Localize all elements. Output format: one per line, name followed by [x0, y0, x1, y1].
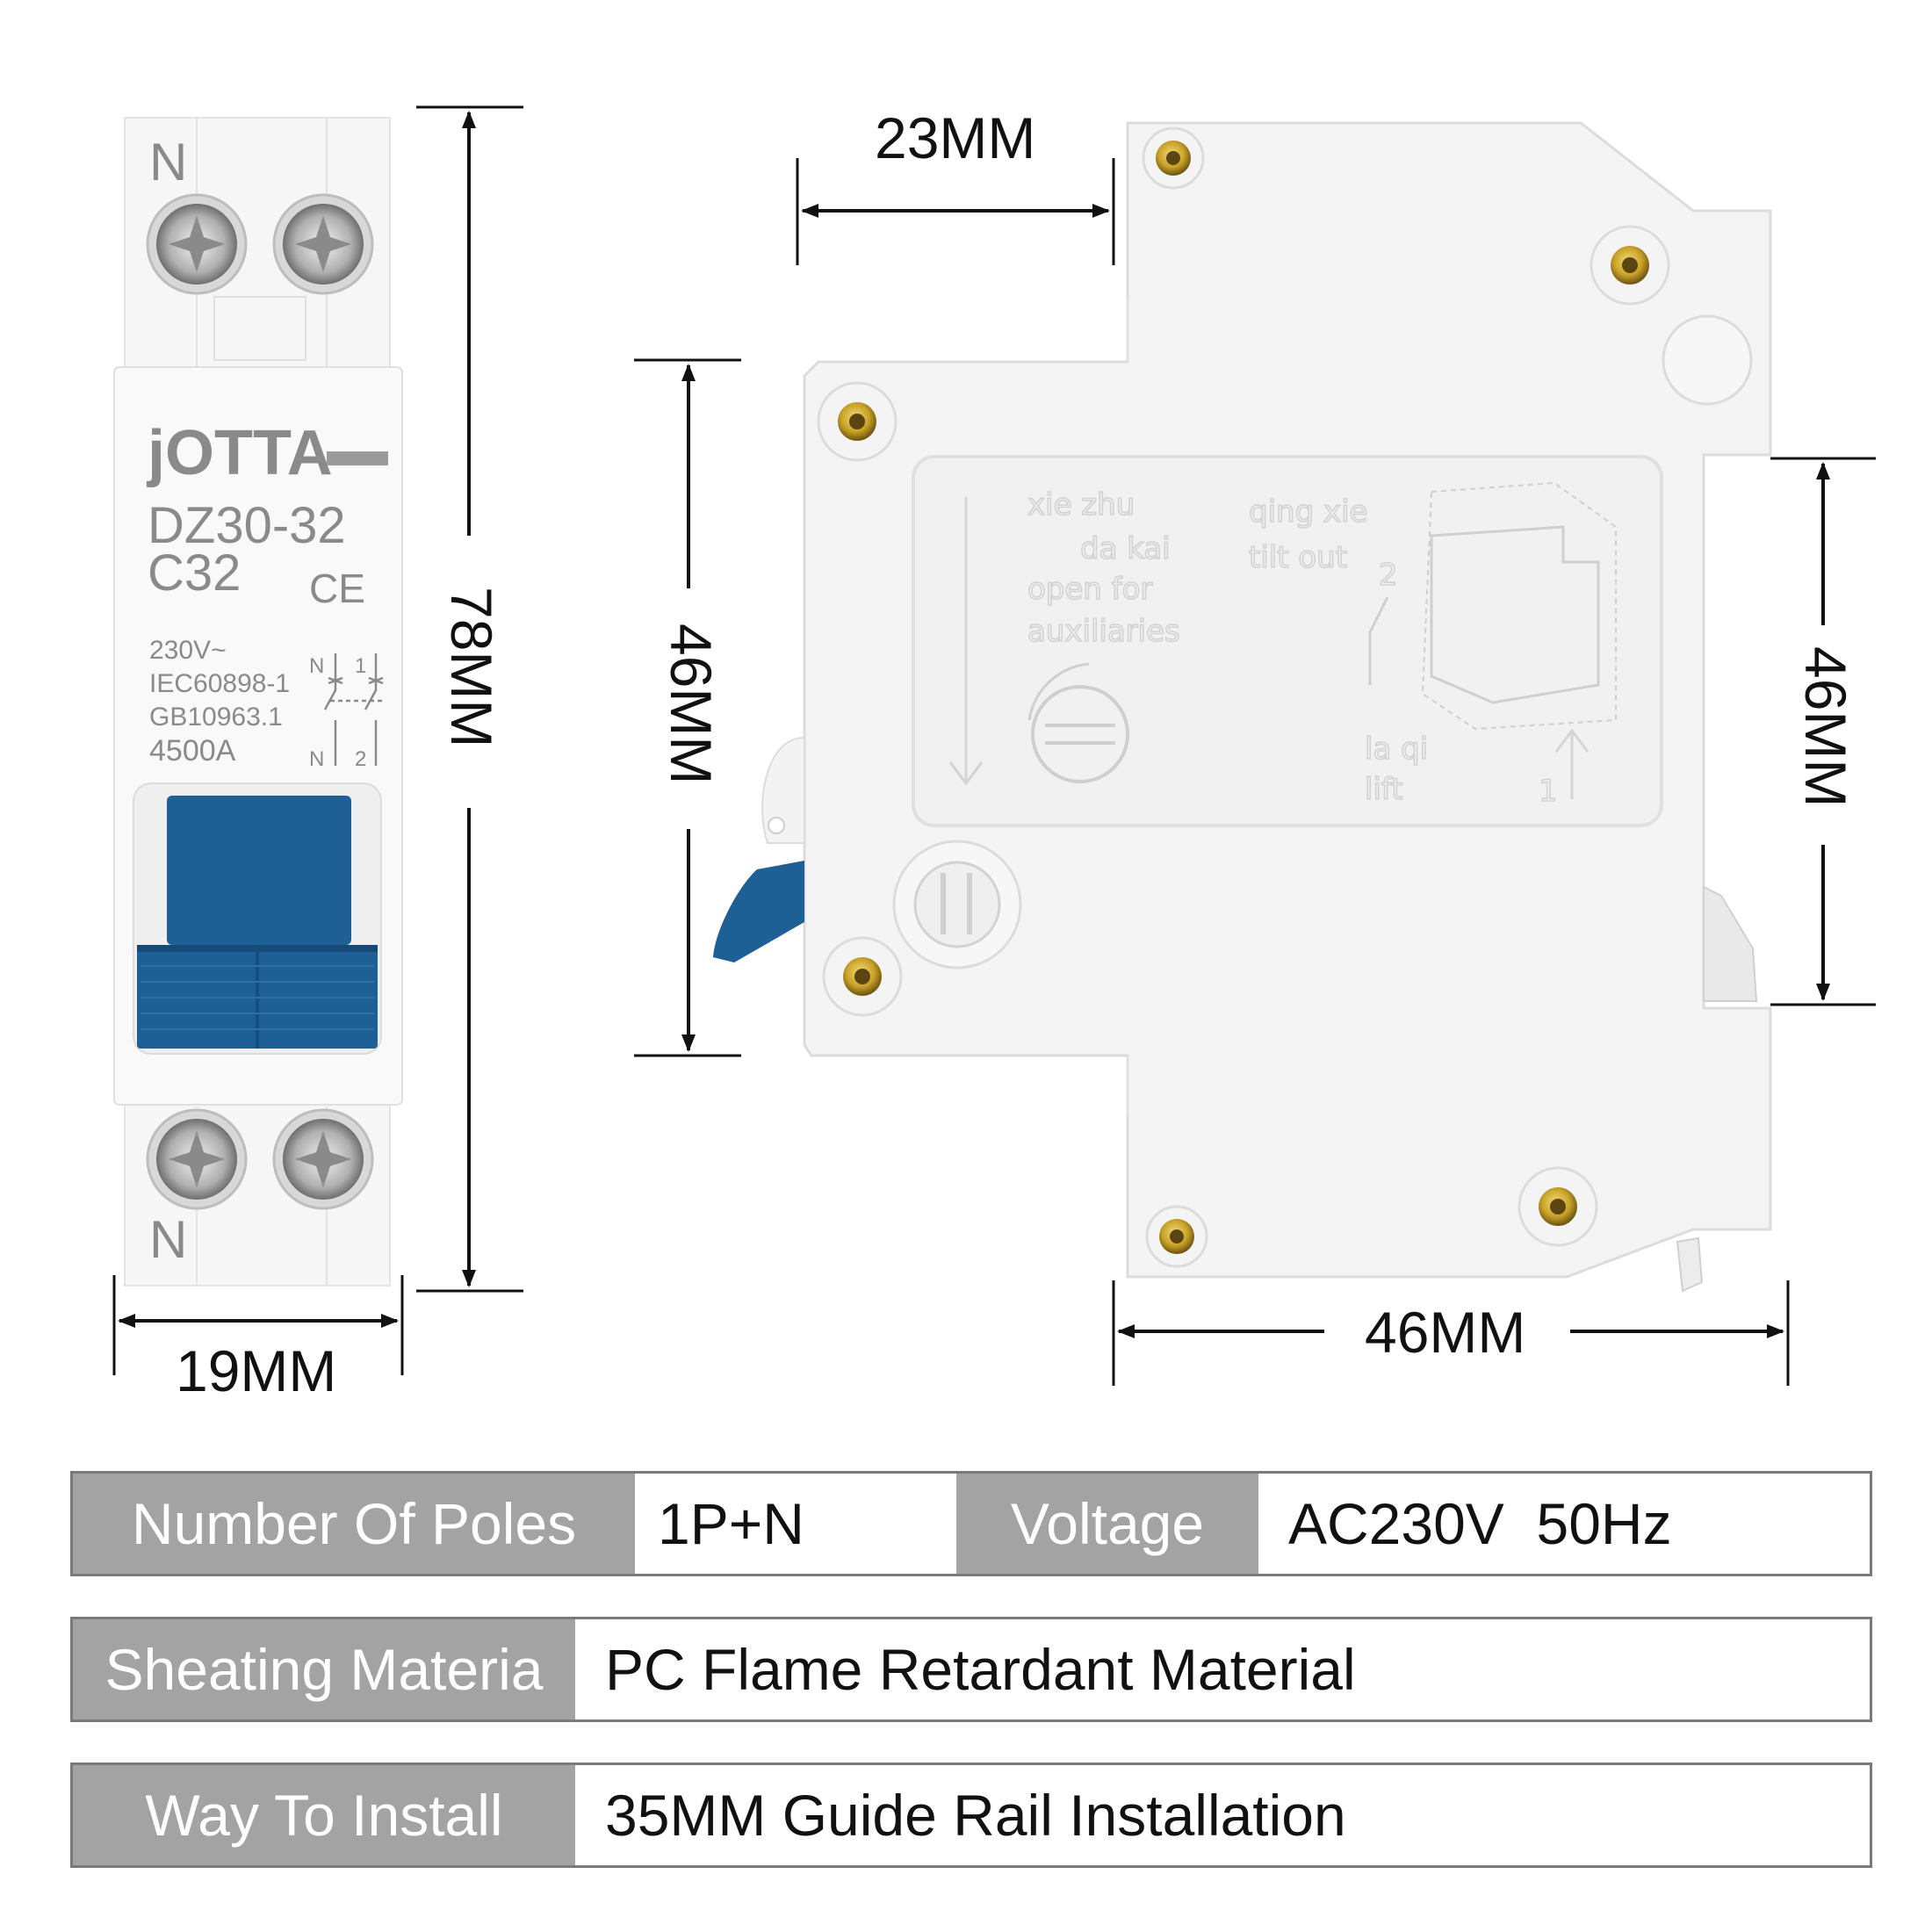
spec-value-voltage: AC230V 50Hz — [1258, 1474, 1870, 1574]
brass-screw-icon — [1590, 225, 1670, 306]
dimension-label-46mm-bottom: 46MM — [1365, 1300, 1525, 1365]
standard-iec: IEC60898-1 — [149, 669, 290, 698]
dimension-label-78mm: 78MM — [439, 587, 504, 747]
model-number: DZ30-32 — [148, 497, 346, 554]
voltage-marking: 230V~ — [149, 636, 227, 665]
dimension-label-46mm-right: 46MM — [1793, 646, 1858, 807]
brass-screw-icon — [822, 936, 903, 1017]
pole-label-bottom: N — [149, 1210, 187, 1269]
breaker-side-view: xie zhu da kai open for auxiliaries qing… — [713, 121, 1772, 1293]
svg-text:la qi: la qi — [1365, 732, 1428, 767]
svg-text:qing xie: qing xie — [1249, 494, 1367, 530]
terminal-screw-icon — [272, 1108, 374, 1210]
rotary-knob-icon — [892, 840, 1022, 970]
breaker-front-view: N N jOTTA DZ30-32 C32 CE 230V~ — [113, 117, 403, 1287]
dimension-front-height: 78MM — [416, 105, 523, 1293]
dimension-side-bottom-width: 46MM — [1112, 1280, 1790, 1386]
brass-screw-icon — [817, 381, 898, 462]
toggle-handle[interactable] — [133, 782, 382, 1055]
spec-row-poles-voltage: Number Of Poles 1P+N Voltage AC230V 50Hz — [70, 1471, 1872, 1576]
svg-text:auxiliaries: auxiliaries — [1027, 614, 1180, 649]
svg-text:lift: lift — [1365, 772, 1403, 807]
spec-label-poles: Number Of Poles — [73, 1474, 635, 1574]
spec-row-install: Way To Install 35MM Guide Rail Installat… — [70, 1763, 1872, 1868]
spec-label-install: Way To Install — [73, 1765, 575, 1865]
svg-text:xie zhu: xie zhu — [1027, 487, 1135, 523]
pole-label-top: N — [149, 133, 187, 191]
brass-screw-icon — [1517, 1166, 1598, 1247]
spec-label-material: Sheating Materia — [73, 1619, 575, 1719]
spec-label-voltage: Voltage — [956, 1474, 1258, 1574]
dimension-label-46mm-middle: 46MM — [659, 624, 724, 784]
embossed-instructions: xie zhu da kai open for auxiliaries qing… — [948, 481, 1617, 810]
dimension-side-right-height: 46MM — [1770, 457, 1876, 1006]
svg-text:2: 2 — [355, 747, 366, 771]
dimension-label-19mm: 19MM — [176, 1338, 336, 1403]
brass-screw-icon — [1142, 126, 1205, 190]
side-handle[interactable] — [713, 736, 805, 962]
terminal-screw-icon — [272, 193, 374, 295]
spec-row-material: Sheating Materia PC Flame Retardant Mate… — [70, 1617, 1872, 1722]
breaking-capacity: 4500A — [149, 734, 236, 768]
brass-screw-icon — [1145, 1205, 1208, 1268]
terminal-screw-icon — [146, 1108, 248, 1210]
dimension-side-top-width: 23MM — [796, 105, 1115, 265]
spec-value-poles: 1P+N — [635, 1474, 956, 1574]
brand-logo: jOTTA — [146, 418, 333, 488]
svg-text:tilt out: tilt out — [1249, 540, 1347, 575]
dimension-front-width: 19MM — [112, 1275, 404, 1403]
spec-value-install: 35MM Guide Rail Installation — [575, 1765, 1870, 1865]
din-rail-clip — [1676, 885, 1758, 1293]
current-rating: C32 — [148, 544, 241, 602]
dimension-side-middle-height: 46MM — [634, 358, 741, 1057]
standard-gb: GB10963.1 — [149, 703, 283, 732]
svg-text:1: 1 — [355, 654, 366, 678]
svg-text:open for: open for — [1027, 572, 1152, 607]
wiring-schematic-icon: N 1 N 2 — [309, 653, 384, 771]
svg-text:da kai: da kai — [1080, 531, 1171, 566]
spec-value-material: PC Flame Retardant Material — [575, 1619, 1870, 1719]
svg-text:1: 1 — [1539, 774, 1558, 809]
svg-text:2: 2 — [1379, 558, 1398, 593]
diagram-svg: N N jOTTA DZ30-32 C32 CE 230V~ — [112, 105, 1876, 1403]
ce-mark: CE — [309, 566, 365, 611]
terminal-screw-icon — [146, 193, 248, 295]
brand-logo-bar — [327, 451, 388, 465]
svg-text:N: N — [309, 747, 324, 771]
dimension-label-23mm: 23MM — [875, 105, 1035, 170]
svg-text:N: N — [309, 654, 324, 678]
